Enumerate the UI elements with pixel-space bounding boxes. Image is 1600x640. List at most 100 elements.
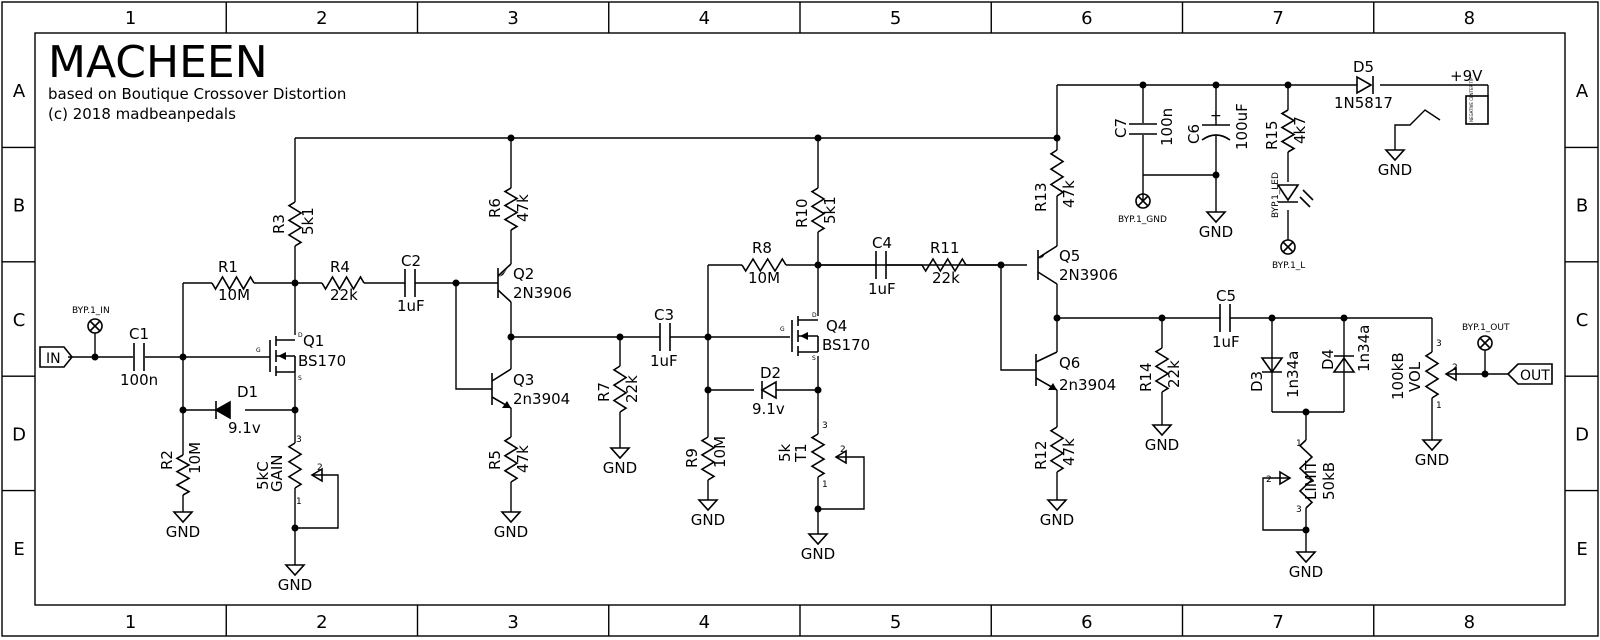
input-port: IN xyxy=(39,346,74,368)
r13-value: 47k xyxy=(1060,180,1078,208)
junction-dot xyxy=(91,353,99,361)
bypass-gnd-label: BYP.1_GND xyxy=(1118,215,1167,225)
resistor-r7 xyxy=(612,365,628,413)
mosfet-q1: G D S Q1 BS170 xyxy=(256,332,346,382)
grid-column-label: 8 xyxy=(1464,8,1475,29)
q1-value: BS170 xyxy=(298,352,346,370)
potentiometer-t1-track xyxy=(810,433,826,478)
junction-dot xyxy=(1302,408,1310,416)
r9-ref: R9 xyxy=(683,448,701,468)
c1-ref: C1 xyxy=(129,325,149,343)
mosfet-q4: G D S Q4 BS170 xyxy=(780,312,870,362)
junction-dot xyxy=(997,261,1005,269)
grid-column-label: 2 xyxy=(316,612,327,633)
resistor-r6 xyxy=(503,187,519,231)
r4-value: 22k xyxy=(330,286,358,304)
svg-text:3: 3 xyxy=(1436,339,1442,349)
q6-value: 2n3904 xyxy=(1059,376,1116,394)
limit-ref: LIMIT xyxy=(1302,460,1320,500)
schematic-copyright: (c) 2018 madbeanpedals xyxy=(48,105,236,123)
output-port: OUT xyxy=(1506,363,1553,385)
junction-dot xyxy=(1302,526,1310,534)
junction-dot xyxy=(1053,134,1061,142)
r7-ref: R7 xyxy=(595,382,613,402)
r14-ref: R14 xyxy=(1137,362,1155,392)
grid-row-label: C xyxy=(1576,310,1589,331)
bypass-pad-in: BYP.1_IN xyxy=(72,306,110,334)
q5-ref: Q5 xyxy=(1059,247,1080,265)
r10-ref: R10 xyxy=(793,198,811,228)
c6-ref: C6 xyxy=(1185,124,1203,144)
diode-d4: D4 1n34a xyxy=(1319,325,1373,373)
svg-text:GND: GND xyxy=(691,511,725,529)
junction-dot xyxy=(179,406,187,414)
r11-value: 22k xyxy=(932,269,960,287)
ground-symbol: GND xyxy=(1289,551,1323,581)
junction-dot xyxy=(179,353,187,361)
svg-text:3: 3 xyxy=(1296,505,1302,515)
ground-symbol: GND xyxy=(1040,499,1074,529)
bjt-q2: Q2 2N3906 xyxy=(497,263,572,303)
junction-dot xyxy=(704,386,712,394)
svg-text:2: 2 xyxy=(1452,363,1458,373)
limit-value: 50kB xyxy=(1320,462,1338,500)
potentiometer-gain: 3 2 1 5kC GAIN xyxy=(254,435,323,507)
capacitor-c7: C7 100n xyxy=(1112,108,1176,146)
r8-value: 10M xyxy=(748,269,780,287)
schematic-subtitle: based on Boutique Crossover Distortion xyxy=(48,85,346,103)
r11-ref: R11 xyxy=(930,239,960,257)
junction-dot xyxy=(1139,81,1147,89)
d3-ref: D3 xyxy=(1248,371,1266,392)
junction-dot xyxy=(704,333,712,341)
ground-symbol: GND xyxy=(1145,424,1179,454)
ground-symbol: GND xyxy=(1378,149,1412,179)
ground-symbol: GND xyxy=(801,533,835,563)
potentiometer-vol-track xyxy=(1424,351,1440,399)
svg-text:NEGATIVE CENTER TIP: NEGATIVE CENTER TIP xyxy=(1469,77,1474,122)
ground-symbol: GND xyxy=(603,447,637,477)
q3-ref: Q3 xyxy=(513,371,534,389)
q1-ref: Q1 xyxy=(303,332,324,350)
t1-value: 5k xyxy=(776,443,794,462)
svg-text:GND: GND xyxy=(166,523,200,541)
resistor-r12 xyxy=(1049,426,1065,473)
junction-dot xyxy=(452,279,460,287)
bypass-pad-out: BYP.1_OUT xyxy=(1462,323,1510,351)
junction-dot xyxy=(814,386,822,394)
grid-column-label: 1 xyxy=(125,612,136,633)
grid-row-label: E xyxy=(1576,539,1587,560)
c3-ref: C3 xyxy=(654,306,674,324)
q2-ref: Q2 xyxy=(513,265,534,283)
d2-ref: D2 xyxy=(760,364,781,382)
r9-value: 10M xyxy=(711,436,729,468)
grid-column-label: 4 xyxy=(699,612,710,633)
svg-text:+: + xyxy=(1210,108,1222,124)
resistor-r1 xyxy=(211,275,255,291)
grid-row-label: E xyxy=(13,539,24,560)
grid-column-label: 3 xyxy=(507,8,518,29)
junction-dot xyxy=(1268,314,1276,322)
ground-symbol: GND xyxy=(1199,211,1233,241)
diode-d1: D1 9.1v xyxy=(214,383,261,437)
c5-ref: C5 xyxy=(1216,287,1236,305)
potentiometer-t1: 3 2 1 5k T1 xyxy=(776,421,847,490)
vol-value: 100kB xyxy=(1389,352,1407,400)
grid-row-label: B xyxy=(1576,196,1588,217)
schematic-title: MACHEEN xyxy=(48,37,268,88)
potentiometer-vol: 3 2 1 100kB VOL xyxy=(1389,339,1458,411)
grid-column-label: 4 xyxy=(699,8,710,29)
junction-dot xyxy=(814,505,822,513)
d1-ref: D1 xyxy=(237,383,258,401)
ground-symbol: GND xyxy=(166,511,200,541)
resistor-r11 xyxy=(921,257,967,273)
grid-row-label: A xyxy=(1576,81,1589,102)
r12-ref: R12 xyxy=(1032,440,1050,470)
svg-text:GND: GND xyxy=(1415,451,1449,469)
svg-text:1: 1 xyxy=(1436,401,1442,411)
supply-9v-label: +9V xyxy=(1450,67,1483,85)
r3-ref: R3 xyxy=(270,214,288,234)
r2-ref: R2 xyxy=(158,450,176,470)
